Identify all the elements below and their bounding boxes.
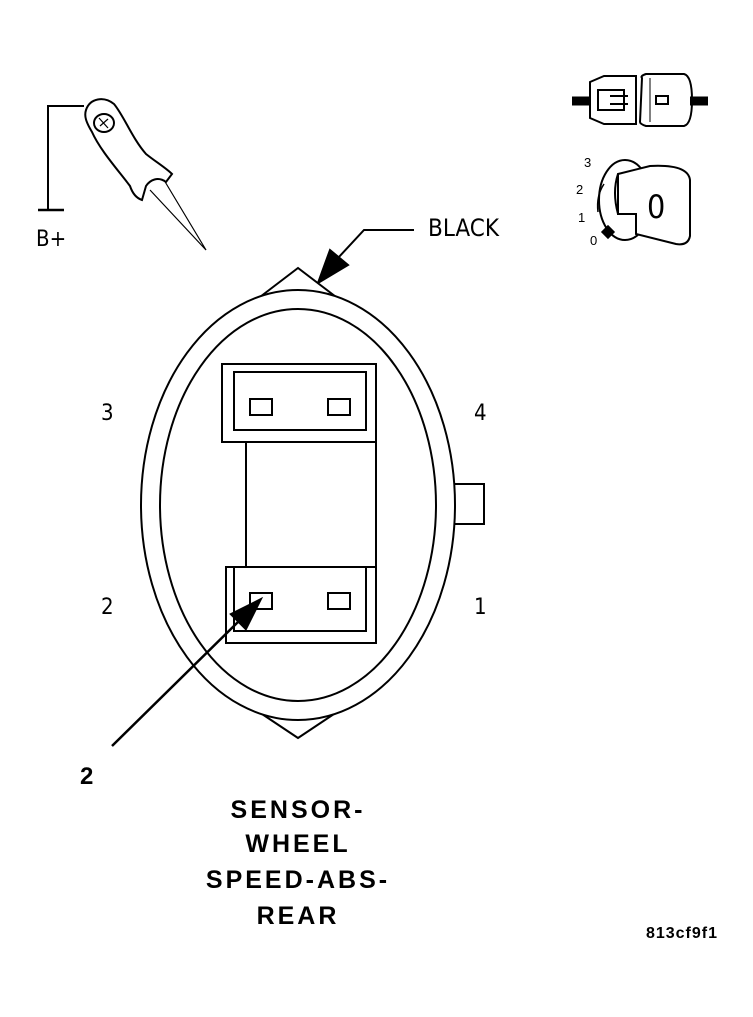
switch-position-1: 1 bbox=[578, 210, 585, 225]
callout-arrow bbox=[111, 596, 264, 747]
switch-knob-label: 0 bbox=[647, 188, 665, 226]
pin-2-label: 2 bbox=[101, 595, 114, 620]
sensor-connector bbox=[140, 266, 485, 740]
pin-1-label: 1 bbox=[474, 595, 487, 620]
connector-pair-icon bbox=[572, 73, 708, 127]
diagram-title: SENSOR- WHEEL SPEED-ABS- REAR bbox=[206, 796, 390, 930]
title-line-4: REAR bbox=[257, 902, 340, 930]
pin-3-label: 3 bbox=[101, 401, 114, 426]
switch-position-2: 2 bbox=[576, 182, 583, 197]
test-probe-icon bbox=[38, 98, 207, 251]
title-line-3: SPEED-ABS- bbox=[206, 866, 390, 894]
pin-4-label: 4 bbox=[474, 401, 487, 426]
title-line-2: WHEEL bbox=[245, 830, 350, 858]
switch-position-0: 0 bbox=[590, 233, 597, 248]
ignition-switch-icon bbox=[596, 159, 691, 246]
figure-id: 813cf9f1 bbox=[646, 925, 718, 942]
wire-color-label: BLACK bbox=[428, 214, 500, 242]
wire-color-leader bbox=[316, 229, 414, 286]
switch-position-3: 3 bbox=[584, 155, 591, 170]
title-line-1: SENSOR- bbox=[231, 796, 366, 824]
callout-label: 2 bbox=[80, 763, 93, 790]
power-label: B+ bbox=[36, 227, 66, 252]
